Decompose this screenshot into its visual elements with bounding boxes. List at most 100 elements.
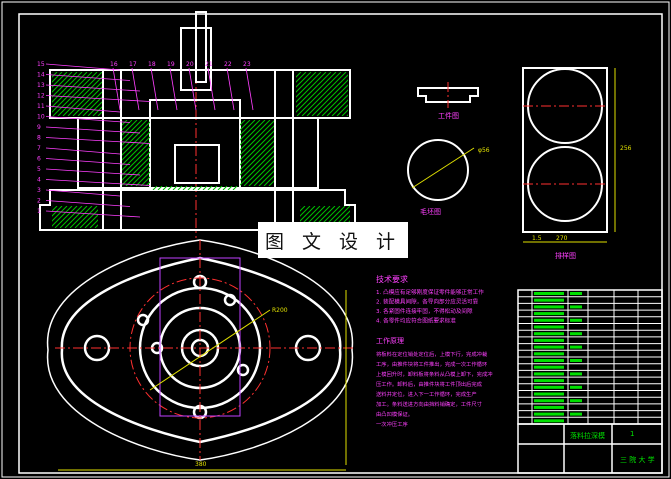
- leader-line: [226, 67, 235, 111]
- table-cell-mark: [534, 365, 564, 369]
- workpiece-label: 工件图: [438, 111, 459, 120]
- layout-dim-corner: 1.5: [532, 235, 542, 242]
- leader-line: [169, 67, 178, 111]
- work-note-line: 加工。条料送进方向由挡料销确定，工件尺寸: [376, 400, 483, 408]
- hatch-zone: [152, 186, 238, 190]
- workpiece-view: [417, 82, 479, 108]
- plan-hidden-outline: [159, 257, 241, 417]
- part-number-label: 3: [37, 187, 41, 194]
- part-number-label: 8: [37, 135, 41, 142]
- blank-view: [407, 139, 475, 201]
- leader-lines: [45, 63, 254, 218]
- table-cell-mark: [534, 318, 564, 322]
- part-number-label: 6: [37, 156, 41, 163]
- tech-note-line: 4. 各零件均应符合图纸要求标准: [376, 317, 456, 325]
- part-number-label: 23: [243, 61, 251, 68]
- table-cell-mark: [570, 305, 582, 309]
- work-note-line: 工序，由推件块将工件推出，完成一次工作循环: [376, 360, 487, 368]
- table-cell-mark: [570, 372, 582, 376]
- leader-line: [45, 105, 121, 113]
- table-cell-mark: [534, 325, 564, 329]
- hatch-zone: [52, 206, 98, 228]
- hatch-zone: [296, 72, 348, 116]
- watermark: 图 文 设 计: [258, 222, 408, 258]
- table-cell-mark: [534, 372, 564, 376]
- leader-line: [45, 137, 151, 144]
- table-cell-mark: [570, 292, 582, 295]
- table-cell-mark: [534, 379, 564, 383]
- table-cell-mark: [570, 332, 582, 336]
- tech-notes-heading: 技术要求: [376, 274, 408, 284]
- table-cell-mark: [534, 338, 564, 342]
- leader-line: [45, 179, 151, 186]
- part-number-label: 21: [205, 61, 213, 68]
- part-number-label: 12: [37, 93, 45, 100]
- table-cell-mark: [534, 392, 564, 396]
- leader-line: [188, 67, 197, 111]
- tech-note-line: 2. 装配模具间隙，各导向部分应灵活可靠: [376, 298, 479, 306]
- table-cell-mark: [534, 305, 564, 309]
- leader-line: [150, 67, 159, 111]
- work-notes-list: 将板料在定位销处定位后，上模下行，完成冲裁工序，由推件块将工件推出，完成一次工作…: [376, 350, 493, 428]
- part-number-label: 11: [37, 103, 45, 110]
- table-cell-mark: [570, 412, 582, 416]
- strip-layout-view: [522, 67, 616, 243]
- part-number-label: 18: [148, 61, 156, 68]
- school-name: 三 院 大 学: [620, 455, 655, 464]
- hatch-zone: [240, 120, 274, 186]
- work-note-line: 送料并定位，进入下一工作循环，完成生产: [376, 390, 477, 398]
- table-cell-mark: [534, 385, 564, 389]
- leader-line: [45, 63, 121, 71]
- part-number-label: 13: [37, 82, 45, 89]
- leader-line: [45, 200, 131, 207]
- part-number-label: 7: [37, 145, 41, 152]
- work-notes-heading: 工作原理: [376, 336, 404, 345]
- hatch-zone: [122, 120, 150, 186]
- part-number-label: 15: [37, 61, 45, 68]
- table-cell-mark: [534, 298, 564, 302]
- leader-line: [45, 189, 121, 197]
- part-number-label: 17: [129, 61, 137, 68]
- layout-dim-side: 256: [620, 145, 632, 152]
- sheet-number: 1: [630, 430, 634, 438]
- leader-line: [45, 158, 131, 165]
- table-cell-mark: [534, 332, 564, 336]
- table-cell-mark: [534, 359, 564, 362]
- table-cell-mark: [534, 292, 564, 295]
- leader-line: [245, 67, 254, 111]
- leader-line: [45, 95, 151, 102]
- part-number-label: 1: [37, 208, 41, 215]
- part-number-label: 10: [37, 114, 45, 121]
- plan-dim-radius: R200: [272, 307, 288, 314]
- part-number-label: 22: [224, 61, 232, 68]
- drawing-title: 落料拉深模: [570, 431, 605, 440]
- leader-line: [131, 67, 140, 111]
- table-cell-mark: [570, 399, 582, 403]
- plan-centerlines: [55, 240, 355, 460]
- table-cell-mark: [570, 385, 582, 389]
- blank-dim-text: φ56: [478, 147, 490, 154]
- part-number-label: 9: [37, 124, 41, 131]
- part-number-label: 19: [167, 61, 175, 68]
- parts-list-table: [517, 289, 663, 425]
- work-note-line: 一次冲压工序: [376, 420, 408, 428]
- table-cell-mark: [534, 312, 564, 316]
- blank-label: 毛坯图: [420, 207, 441, 216]
- plan-dim-bottom: 380: [195, 461, 207, 468]
- die-section-view: [39, 11, 356, 238]
- table-cell-mark: [570, 359, 582, 362]
- watermark-text: 图 文 设 计: [264, 230, 402, 253]
- table-cell-mark: [534, 399, 564, 403]
- section-hatching: [52, 72, 350, 228]
- part-number-label: 4: [37, 177, 41, 184]
- work-note-line: 压工作。卸料后，由推件块将工件顶出后完成: [376, 380, 483, 388]
- leader-line: [45, 168, 141, 176]
- leader-line: [45, 84, 141, 92]
- part-number-label: 2: [37, 198, 41, 205]
- leader-line: [45, 74, 131, 81]
- table-cell-mark: [534, 405, 564, 409]
- table-cell-mark: [570, 345, 582, 349]
